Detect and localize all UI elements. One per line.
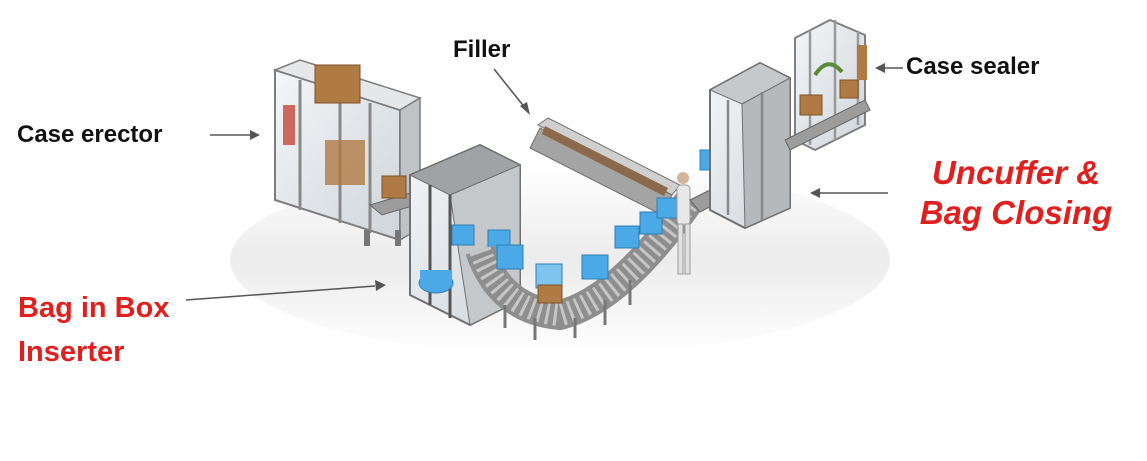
- arrow-filler: [493, 68, 530, 115]
- filler-machine: [529, 117, 681, 248]
- case-erector-label: Case erector: [17, 121, 163, 148]
- bag-in-box-label: Bag in Box Inserter: [18, 286, 169, 374]
- case-sealer-machine: [784, 18, 871, 152]
- arrow-bag-in-box: [185, 280, 386, 301]
- uncuffer-machine: [708, 61, 792, 230]
- arrow-case-sealer: [875, 63, 903, 73]
- u-conveyor: [465, 191, 703, 340]
- bag-in-box-label-line2: Inserter: [18, 336, 125, 368]
- operator-figure: [676, 172, 691, 275]
- uncuffer-label: Uncuffer & Bag Closing: [896, 153, 1136, 233]
- bag-in-box-label-line1: Bag in Box: [18, 292, 170, 324]
- filler-label: Filler: [453, 36, 511, 63]
- arrow-uncuffer: [810, 188, 888, 198]
- case-sealer-label: Case sealer: [906, 53, 1040, 80]
- arrow-case-erector: [210, 130, 260, 140]
- case-erector-machine: [272, 59, 422, 246]
- uncuffer-label-line2: Bag Closing: [919, 194, 1113, 231]
- uncuffer-label-line1: Uncuffer &: [931, 154, 1101, 191]
